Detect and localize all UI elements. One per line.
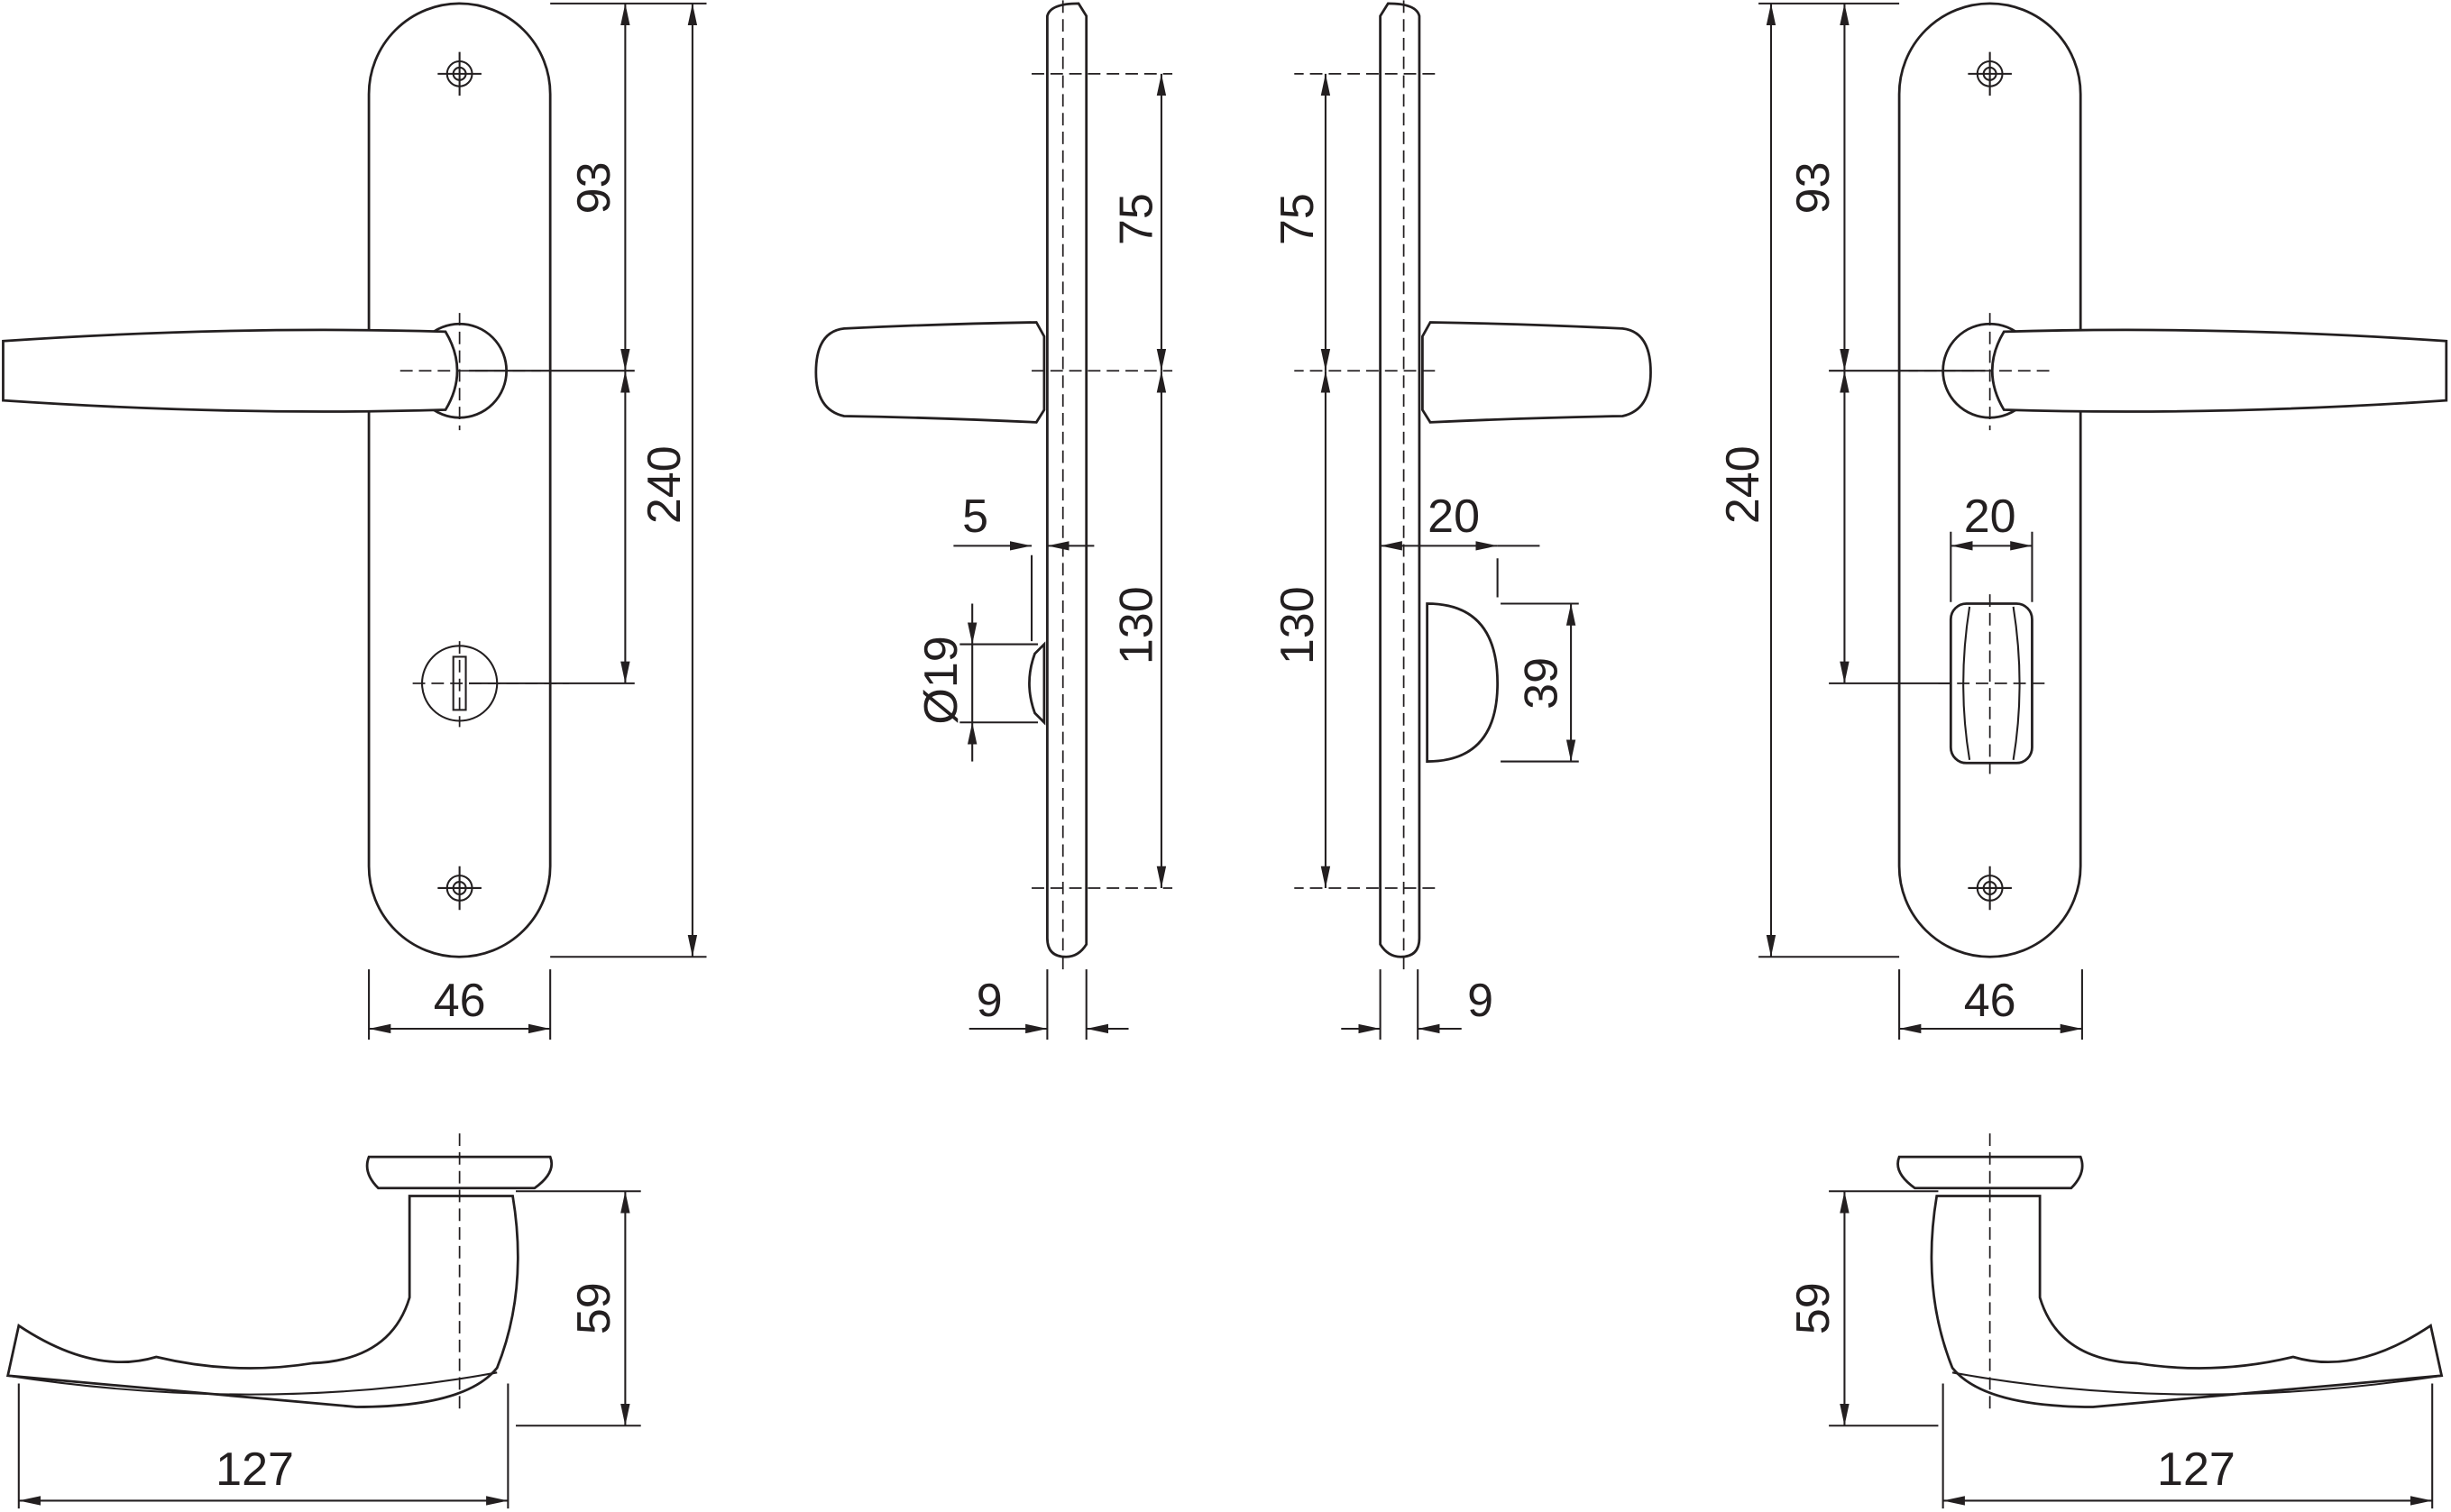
dim-75: 75 <box>1271 193 1324 245</box>
bottom-view-right: 59 127 <box>1787 1132 2443 1509</box>
dim-39: 39 <box>1515 657 1567 710</box>
dim-46: 46 <box>1964 975 2016 1027</box>
dim-20: 20 <box>1964 490 2016 543</box>
dim-240: 240 <box>638 445 691 524</box>
dim-20: 20 <box>1427 490 1480 543</box>
dim-240: 240 <box>1717 445 1769 524</box>
dim-9: 9 <box>1467 975 1493 1027</box>
dim-5: 5 <box>962 490 988 543</box>
dim-diameter-19: Ø19 <box>915 636 968 724</box>
front-view-left: 93 240 46 <box>2 2 707 1040</box>
dim-75: 75 <box>1111 193 1163 245</box>
dim-59: 59 <box>1787 1282 1840 1334</box>
dim-46: 46 <box>434 975 486 1027</box>
bottom-view-left: 59 127 <box>6 1132 641 1509</box>
dim-9: 9 <box>977 975 1003 1027</box>
dim-127: 127 <box>2157 1443 2235 1496</box>
dim-93: 93 <box>1787 161 1840 214</box>
front-view-right: 93 240 20 46 <box>1717 2 2448 1040</box>
side-view-left: 75 130 5 Ø19 9 <box>814 0 1174 1040</box>
dim-127: 127 <box>216 1443 294 1496</box>
side-view-right: 75 130 20 39 9 <box>1271 0 1652 1040</box>
dim-130: 130 <box>1111 586 1163 664</box>
dim-93: 93 <box>568 161 620 214</box>
dim-130: 130 <box>1271 586 1324 664</box>
dim-59: 59 <box>568 1282 620 1334</box>
